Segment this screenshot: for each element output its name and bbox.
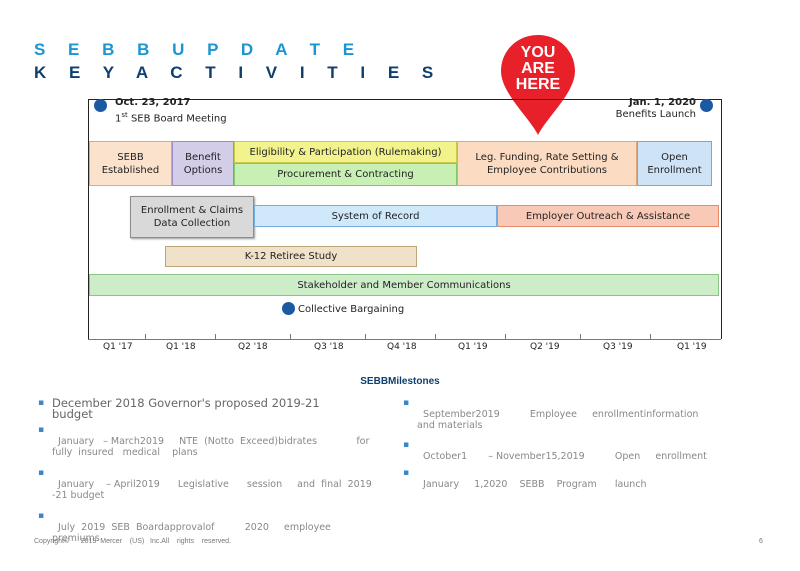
axis-label: Q1 '19: [677, 342, 707, 352]
milestone-dot-start: [94, 99, 107, 112]
bar-leg-funding: Leg. Funding, Rate Setting & Employee Co…: [457, 141, 637, 186]
collective-bargaining-label: Collective Bargaining: [298, 304, 405, 315]
axis-tick: [145, 334, 146, 340]
title-line-2: K E Y A C T I V I T I E S: [34, 63, 443, 82]
collective-bargaining-dot: [282, 302, 295, 315]
milestone-dot-end: [700, 99, 713, 112]
left-bullet: ▪January – March2019 NTE (Notto Exceed)b…: [38, 425, 373, 458]
left-bullet: ▪January – April2019 Legislative session…: [38, 468, 378, 501]
axis-label: Q2 '19: [530, 342, 560, 352]
bar-system-of-record: System of Record: [254, 205, 497, 227]
timeline-top-line: [88, 99, 721, 100]
axis-tick: [435, 334, 436, 340]
timeline-axis: [88, 339, 721, 340]
bar-eligibility: Eligibility & Participation (Rulemaking): [234, 141, 457, 163]
axis-tick: [580, 334, 581, 340]
right-bullet: ▪October1 – November15,2019 Open enrollm…: [403, 440, 707, 462]
copyright-footer: Copyright© 2019 Mercer (US) Inc.All righ…: [34, 538, 231, 545]
axis-label: Q1 '19: [458, 342, 488, 352]
left-bullet: ▪July 2019 SEB Boardapprovalof 2020 empl…: [38, 511, 350, 544]
bar-open-enrollment: Open Enrollment: [637, 141, 712, 186]
milestones-heading: SEBBMilestones: [360, 376, 440, 387]
location-pin-icon: [501, 35, 575, 135]
bar-employer-outreach: Employer Outreach & Assistance: [497, 205, 719, 227]
bar-sebb-established: SEBB Established: [89, 141, 172, 186]
bar-benefit-options: Benefit Options: [172, 141, 234, 186]
axis-tick: [505, 334, 506, 340]
axis-label: Q3 '19: [603, 342, 633, 352]
right-bullet: ▪January 1,2020 SEBB Program launch: [403, 468, 647, 490]
axis-label: Q1 '17: [103, 342, 133, 352]
axis-label: Q3 '18: [314, 342, 344, 352]
axis-tick: [365, 334, 366, 340]
bar-stakeholder: Stakeholder and Member Communications: [89, 274, 719, 296]
axis-label: Q4 '18: [387, 342, 417, 352]
bar-enrollment-claims: Enrollment & Claims Data Collection: [130, 196, 254, 238]
page-number: 6: [759, 538, 763, 545]
axis-label: Q1 '18: [166, 342, 196, 352]
milestone-end: Jan. 1, 2020 Benefits Launch: [615, 97, 696, 120]
timeline-frame: [88, 99, 722, 339]
axis-tick: [290, 334, 291, 340]
axis-tick: [215, 334, 216, 340]
left-bullet: ▪December 2018 Governor's proposed 2019-…: [38, 396, 320, 421]
axis-tick: [650, 334, 651, 340]
milestone-start: Oct. 23, 2017 1st SEB Board Meeting: [115, 97, 227, 125]
axis-label: Q2 '18: [238, 342, 268, 352]
bar-procurement: Procurement & Contracting: [234, 163, 457, 186]
right-bullet: ▪September2019 Employee enrollmentinform…: [403, 398, 732, 431]
title-line-1: S E B B U P D A T E: [34, 40, 364, 59]
bar-k12-retiree: K-12 Retiree Study: [165, 246, 417, 267]
